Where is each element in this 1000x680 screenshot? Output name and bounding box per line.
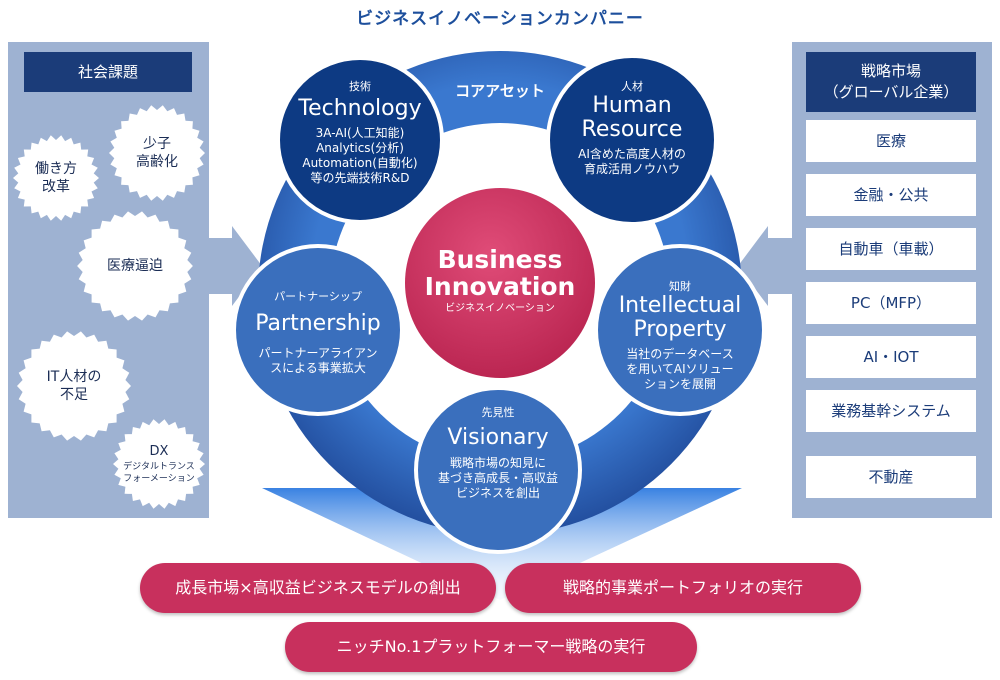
market-item-pc: PC（MFP） [806, 282, 976, 324]
issue-sub-line: フォーメーション [123, 474, 195, 484]
center-subtitle: ビジネスイノベーション [445, 303, 555, 314]
visionary-desc-1: 戦略市場の知見に [449, 456, 546, 470]
human-resource-circle [546, 54, 718, 226]
intellectual-property-title-2: Property [633, 317, 727, 342]
partnership-title: Partnership [255, 311, 381, 336]
technology-title: Technology [298, 96, 422, 121]
intellectual-property-title-1: Intellectual [618, 293, 742, 318]
burst-shape [109, 105, 205, 201]
market-item-automotive: 自動車（車載） [806, 228, 976, 270]
human-resource-ja: 人材 [621, 80, 643, 93]
human-resource-text: 人材 Human Resource AI含めた高度人材の 育成活用ノウハウ [552, 80, 712, 177]
issue-line: 高齢化 [136, 154, 178, 170]
issue-workstyle-reform: 働き方 改革 [12, 134, 100, 222]
technology-desc-2: Analytics(分析) [316, 141, 404, 155]
issue-line: DX [149, 444, 169, 459]
issue-it-talent-shortage: IT人材の 不足 [16, 330, 132, 442]
intellectual-property-ja: 知財 [669, 280, 691, 293]
social-issues-heading: 社会課題 [24, 52, 192, 92]
technology-desc-3: Automation(自動化) [302, 156, 418, 170]
issue-line: 働き方 [35, 161, 77, 177]
market-item-real-estate: 不動産 [806, 456, 976, 498]
burst-shape [13, 135, 99, 221]
issue-line: 医療逼迫 [107, 258, 163, 274]
visionary-text: 先見性 Visionary 戦略市場の知見に 基づき高成長・高収益 ビジネスを創… [418, 406, 578, 501]
issue-text: 医療逼迫 [76, 210, 194, 322]
issue-sub-line: デジタルトランス [123, 462, 195, 472]
intellectual-property-circle [594, 244, 766, 416]
outcome-growth-business-model: 成長市場×高収益ビジネスモデルの創出 [140, 563, 496, 613]
issue-medical-strain: 医療逼迫 [76, 210, 194, 322]
human-resource-title-2: Resource [581, 117, 683, 142]
issue-aging-society: 少子 高齢化 [108, 104, 206, 202]
left-arrow-icon [208, 226, 262, 306]
intellectual-property-text: 知財 Intellectual Property 当社のデータベース を用いてA… [600, 280, 760, 392]
partnership-desc-1: パートナーアライアン [258, 346, 378, 360]
issue-dx: DX デジタルトランス フォーメーション [112, 418, 206, 510]
issue-text: DX デジタルトランス フォーメーション [112, 418, 206, 510]
market-item-ai-iot: AI・IOT [806, 336, 976, 378]
technology-desc-1: 3A-AI(人工知能) [315, 126, 405, 140]
burst-shape [77, 211, 193, 321]
partnership-desc-2: スによる事業拡大 [270, 361, 366, 375]
market-item-finance: 金融・公共 [806, 174, 976, 216]
human-resource-desc-2: 育成活用ノウハウ [583, 162, 680, 176]
market-item-medical: 医療 [806, 120, 976, 162]
right-arrow-icon [738, 226, 792, 306]
visionary-ja: 先見性 [481, 406, 515, 419]
market-item-business-system: 業務基幹システム [806, 390, 976, 432]
visionary-title: Visionary [447, 425, 549, 450]
page-title: ビジネスイノベーションカンパニー [356, 9, 644, 29]
outcome-strategic-portfolio: 戦略的事業ポートフォリオの実行 [505, 563, 861, 613]
technology-circle [276, 56, 444, 224]
partnership-circle [232, 244, 404, 416]
issue-line: IT人材の [46, 369, 102, 385]
technology-ja: 技術 [349, 80, 371, 93]
strategic-market-heading: 戦略市場 （グローバル企業） [806, 52, 976, 112]
burst-polygon [77, 211, 193, 321]
issue-line: 不足 [60, 387, 88, 403]
core-asset-label: コアアセット [455, 82, 545, 100]
issue-text: IT人材の 不足 [16, 330, 132, 442]
human-resource-desc-1: AI含めた高度人材の [578, 147, 686, 161]
partnership-text: パートナーシップ Partnership パートナーアライアン スによる事業拡大 [238, 290, 398, 376]
intellectual-property-desc-2: を用いてAIソリュー [626, 362, 734, 376]
issue-line: 少子 [143, 136, 171, 152]
strategic-market-heading-line1: 戦略市場 [860, 62, 921, 80]
partnership-ja: パートナーシップ [274, 290, 362, 303]
visionary-circle [414, 386, 582, 554]
business-innovation-text: Business Innovation ビジネスイノベーション [410, 246, 590, 318]
human-resource-title-1: Human [592, 93, 672, 118]
outcome-niche-platformer: ニッチNo.1プラットフォーマー戦略の実行 [285, 622, 697, 672]
visionary-desc-3: ビジネスを創出 [455, 486, 540, 500]
burst-polygon [109, 105, 205, 201]
issue-line: 改革 [42, 179, 70, 195]
burst-polygon [13, 135, 99, 221]
issue-text: 少子 高齢化 [108, 104, 206, 202]
intellectual-property-desc-1: 当社のデータベース [626, 347, 734, 361]
issue-text: 働き方 改革 [12, 134, 100, 222]
technology-desc-4: 等の先端技術R&D [310, 171, 410, 185]
burst-shape [17, 331, 131, 441]
burst-polygon [113, 419, 205, 509]
burst-polygon [17, 331, 131, 441]
intellectual-property-desc-3: ションを展開 [643, 377, 716, 391]
center-title-line1: Business [437, 245, 563, 274]
center-title-line2: Innovation [424, 272, 576, 301]
technology-text: 技術 Technology 3A-AI(人工知能) Analytics(分析) … [280, 80, 440, 186]
visionary-desc-2: 基づき高成長・高収益 [437, 471, 558, 485]
burst-shape [113, 419, 205, 509]
business-innovation-circle [405, 188, 595, 378]
strategic-market-heading-line2: （グローバル企業） [823, 83, 959, 101]
